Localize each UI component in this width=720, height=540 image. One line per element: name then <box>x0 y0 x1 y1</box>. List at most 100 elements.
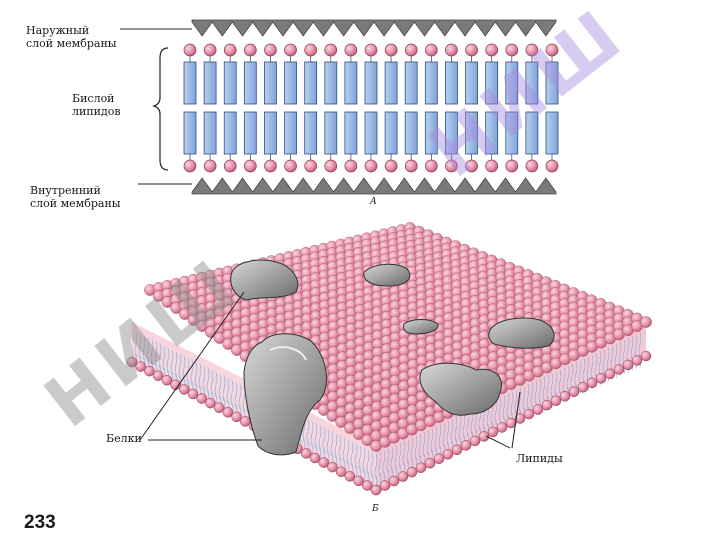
lipid-head <box>404 43 418 57</box>
bilayer-label-line1: Бислой <box>72 92 115 105</box>
outer-zigzag <box>191 19 557 37</box>
lipid-head <box>318 457 329 468</box>
lipid-head <box>424 457 436 469</box>
lipid-head <box>152 370 164 381</box>
tail-line <box>538 378 542 403</box>
lipid-head <box>196 393 207 404</box>
lipid-head <box>388 475 400 487</box>
bilayer-label-line2: липидов <box>72 105 121 118</box>
lipid-tail <box>384 111 398 155</box>
outer-layer-label-line1: Наружный <box>26 24 90 37</box>
lipid-head <box>525 159 539 173</box>
tail-line <box>434 426 438 451</box>
lipid-head <box>532 404 544 415</box>
tail-line <box>174 352 178 377</box>
lipid-head <box>223 159 237 173</box>
tail-line <box>446 420 450 446</box>
lipid-tail <box>445 61 458 105</box>
tail-line <box>510 391 514 416</box>
lipid-head <box>231 411 242 423</box>
tail-line <box>430 428 434 453</box>
lipid-head <box>451 444 463 456</box>
tail-line <box>514 389 518 414</box>
lipid-head <box>344 43 358 57</box>
tail-line <box>238 384 242 409</box>
lipid-head <box>541 399 553 411</box>
transmembrane-protein <box>243 333 327 456</box>
tail-line <box>314 423 318 448</box>
lipid-head <box>445 43 458 57</box>
figure-a-letter: А <box>370 197 377 207</box>
tail-line <box>622 340 626 365</box>
lipid-tail <box>284 61 297 105</box>
lipid-head <box>460 440 472 451</box>
lipid-head <box>335 466 347 477</box>
lipid-head <box>144 365 155 377</box>
tail-line <box>598 351 602 376</box>
tail-line <box>342 437 346 462</box>
lipid-head <box>324 43 338 57</box>
lipid-head <box>284 159 297 173</box>
proteins-label: Белки <box>106 432 142 445</box>
membrane-cross-section <box>120 19 559 195</box>
lipid-head <box>622 359 634 371</box>
lipid-head <box>379 480 391 491</box>
tail-line <box>506 393 510 418</box>
bilayer-label: Бислой липидов <box>72 92 121 118</box>
lipid-tail <box>183 111 197 155</box>
lipid-head <box>397 471 409 482</box>
peripheral-protein <box>488 317 555 349</box>
tail-line <box>306 419 310 444</box>
lipid-head <box>284 43 297 57</box>
tail-line <box>326 429 330 454</box>
lipid-head <box>264 43 277 57</box>
lipid-head <box>222 407 234 418</box>
lipid-head <box>550 395 562 406</box>
tail-line <box>206 368 210 393</box>
lipid-tail <box>364 111 378 155</box>
lipid-tail <box>404 111 418 155</box>
tail-line <box>534 380 538 405</box>
tail-line <box>370 451 374 477</box>
page-number: 233 <box>24 512 56 533</box>
inner-zigzag <box>191 177 557 195</box>
lipid-head <box>223 43 237 57</box>
lipid-tail <box>183 61 197 105</box>
tail-line <box>618 341 622 367</box>
lipid-tail <box>264 61 277 105</box>
tail-line <box>518 387 522 412</box>
lipid-tail <box>304 111 318 155</box>
peripheral-protein <box>403 319 439 335</box>
lipid-head <box>126 356 138 368</box>
lipid-tail <box>203 111 217 155</box>
lipids-label: Липиды <box>516 452 563 465</box>
tail-line <box>418 433 422 458</box>
tail-line <box>406 439 410 464</box>
inner-protein-layer <box>191 177 557 195</box>
lipid-head <box>384 43 398 57</box>
lipid-head <box>487 426 499 438</box>
lipid-tail <box>223 111 237 155</box>
tail-line <box>378 452 382 477</box>
lipid-head <box>309 452 321 464</box>
tail-line <box>134 331 138 357</box>
lipid-head <box>478 431 490 442</box>
tail-line <box>322 427 326 452</box>
tail-line <box>350 441 354 466</box>
lipid-head <box>469 435 481 447</box>
lipid-head <box>505 159 519 173</box>
lipid-head <box>344 471 356 482</box>
lipid-head <box>370 484 382 496</box>
tail-line <box>562 367 566 392</box>
tail-line <box>186 358 190 383</box>
tail-line <box>634 334 638 359</box>
lipid-head <box>364 159 378 173</box>
lipid-tail <box>203 61 217 105</box>
lipid-tail <box>545 61 559 105</box>
lipids-pointer-1 <box>511 391 521 449</box>
tail-line <box>414 435 418 460</box>
tail-line <box>398 442 402 468</box>
tail-line <box>610 345 614 370</box>
peripheral-protein <box>230 259 299 301</box>
